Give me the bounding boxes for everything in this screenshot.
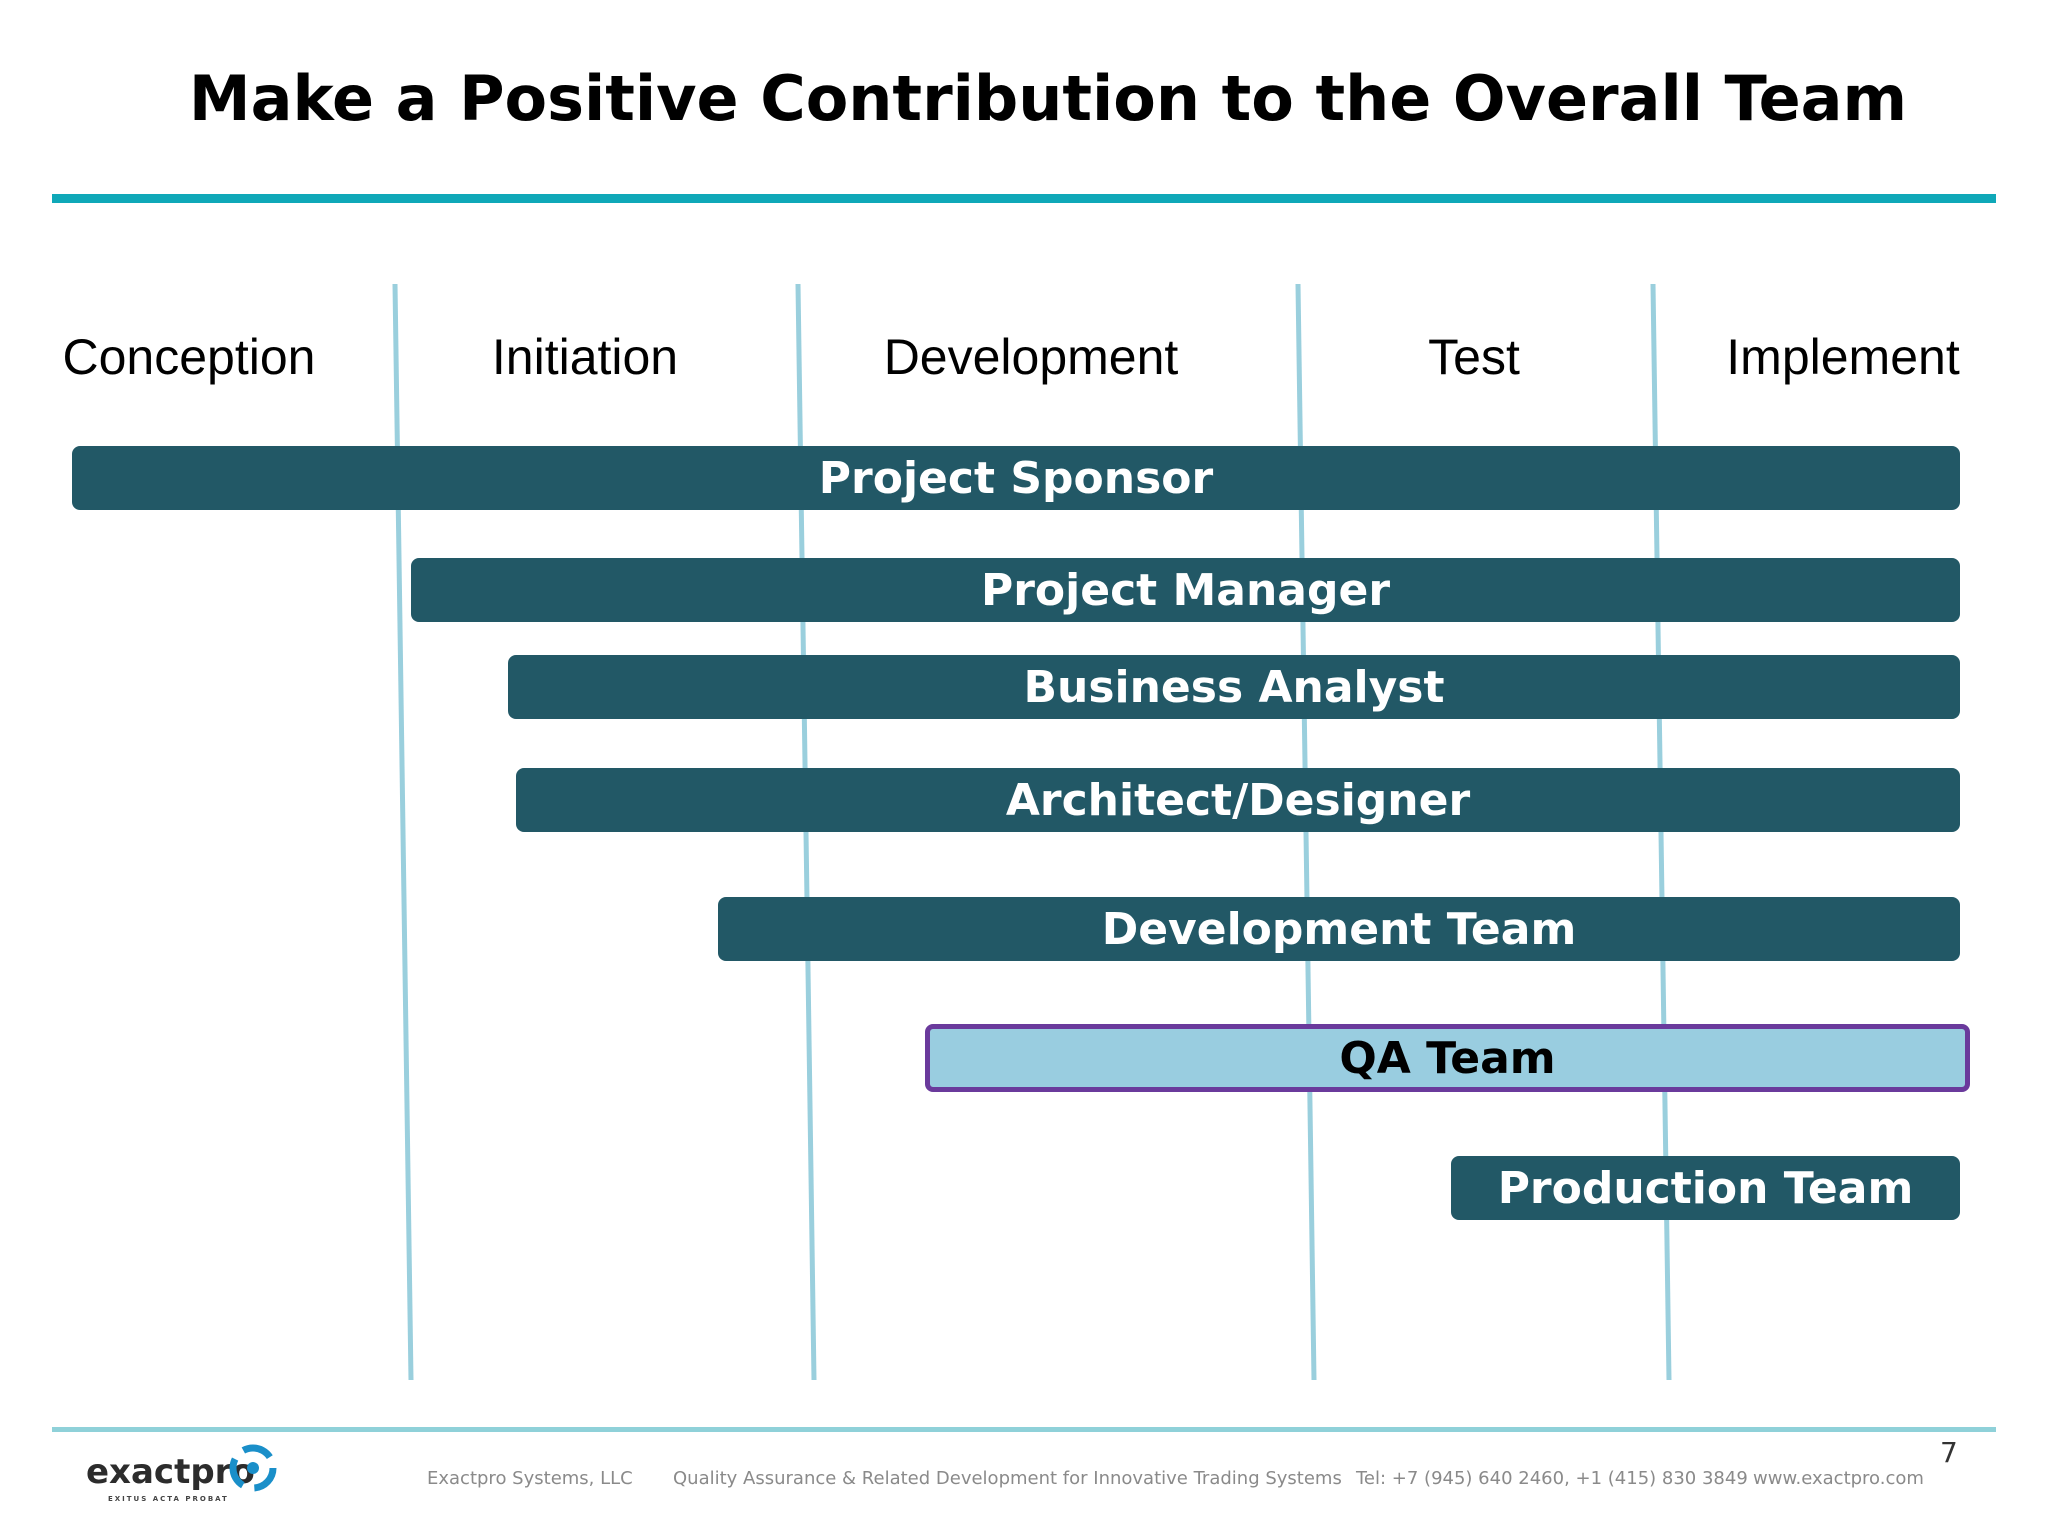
footer-phone: Tel: +7 (945) 640 2460, +1 (415) 830 384… [1356,1468,1748,1489]
role-label: Architect/Designer [1005,774,1471,826]
footer-tagline: Quality Assurance & Related Development … [673,1468,1342,1489]
phase-conception: Conception [62,329,316,385]
phase-initiation: Initiation [491,329,679,385]
logo-tagline: EXITUS ACTA PROBAT [108,1495,229,1503]
role-bar-project-manager: Project Manager [411,558,1960,622]
role-label: Project Sponsor [818,452,1214,504]
role-bar-development-team: Development Team [718,897,1960,961]
phase-test: Test [1428,329,1520,385]
role-bar-architect-designer: Architect/Designer [516,768,1960,832]
role-label: Business Analyst [1023,661,1445,713]
phase-development: Development [883,329,1179,385]
logo-wordmark: exactpro [86,1452,255,1492]
footer-company: Exactpro Systems, LLC [427,1468,633,1489]
role-label: Production Team [1497,1162,1914,1214]
role-label: Development Team [1101,903,1577,955]
phase-implement: Implement [1726,329,1960,385]
title-divider [52,194,1996,203]
role-bar-project-sponsor: Project Sponsor [72,446,1960,510]
footer-divider [52,1427,1996,1432]
role-label: QA Team [1339,1032,1556,1084]
role-bar-qa-team: QA Team [925,1024,1970,1092]
role-bar-production-team: Production Team [1451,1156,1960,1220]
exactpro-logo-icon [229,1444,277,1492]
slide-title: Make a Positive Contribution to the Over… [188,62,1908,135]
footer-website[interactable]: www.exactpro.com [1753,1468,1924,1489]
role-bar-business-analyst: Business Analyst [508,655,1960,719]
page-number: 7 [1940,1436,1958,1469]
role-label: Project Manager [980,564,1391,616]
